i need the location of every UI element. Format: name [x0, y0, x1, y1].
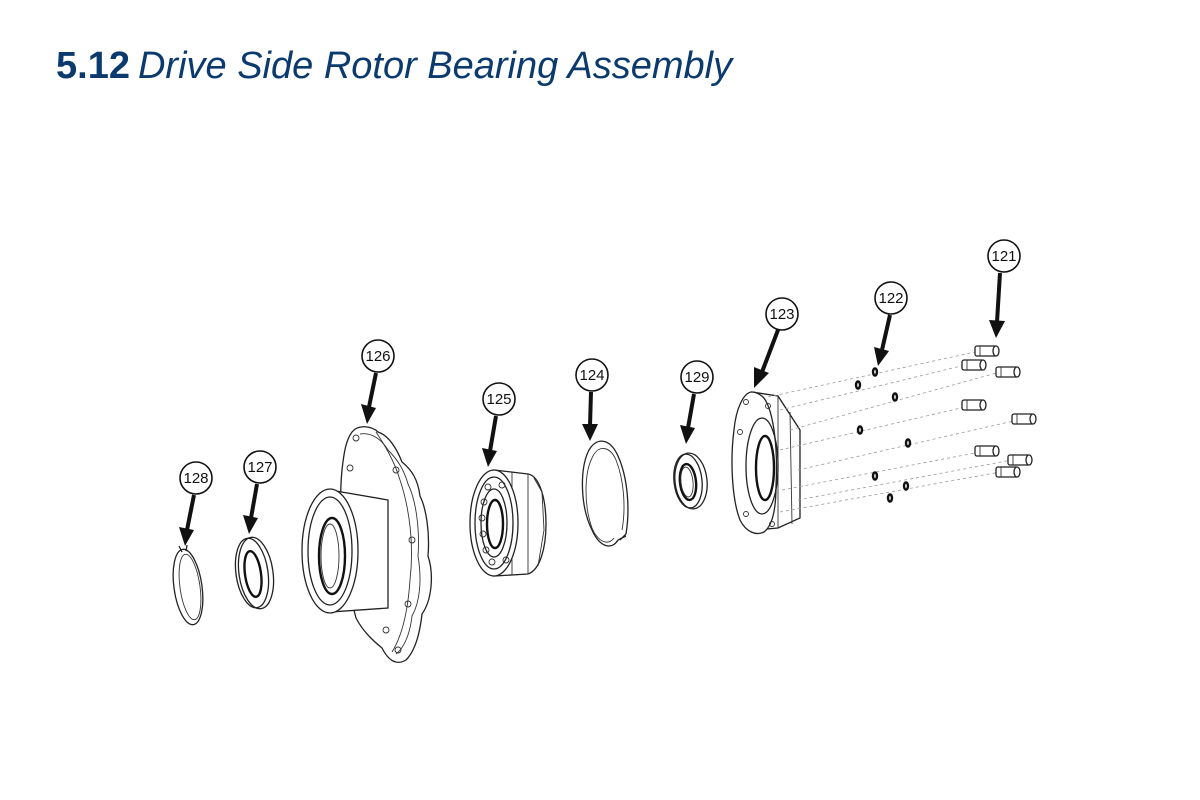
callout-123: 123 — [765, 297, 799, 331]
part-124-retaining-ring — [581, 440, 629, 547]
callout-122: 122 — [874, 281, 908, 315]
svg-text:121: 121 — [991, 248, 1016, 265]
part-127-spacer-ring — [234, 536, 275, 610]
svg-text:128: 128 — [183, 470, 208, 487]
part-126-rotor-flange — [301, 426, 433, 663]
callout-121: 121 — [987, 239, 1021, 273]
callout-129: 129 — [680, 360, 714, 394]
callout-125: 125 — [482, 382, 516, 416]
part-123-bearing-housing — [731, 391, 801, 535]
callout-arrows — [179, 272, 1005, 546]
section-title: Drive Side Rotor Bearing Assembly — [137, 45, 733, 87]
part-121-cap-screws — [961, 345, 1037, 478]
part-129-seal — [673, 452, 708, 510]
svg-text:122: 122 — [878, 290, 903, 307]
alignment-lines — [767, 351, 1019, 513]
callout-124: 124 — [575, 358, 609, 392]
callout-126: 126 — [361, 339, 395, 373]
svg-text:127: 127 — [247, 459, 272, 476]
svg-text:124: 124 — [579, 367, 604, 384]
part-122-washers — [854, 367, 912, 503]
callout-127: 127 — [243, 450, 277, 484]
svg-text:123: 123 — [769, 306, 794, 323]
part-128-retaining-ring — [172, 544, 204, 626]
part-125-bearing — [469, 469, 547, 577]
svg-text:125: 125 — [486, 391, 511, 408]
callout-128: 128 — [179, 461, 213, 495]
svg-text:126: 126 — [365, 348, 390, 365]
section-number: 5.12 — [56, 45, 130, 87]
svg-text:129: 129 — [684, 369, 709, 386]
